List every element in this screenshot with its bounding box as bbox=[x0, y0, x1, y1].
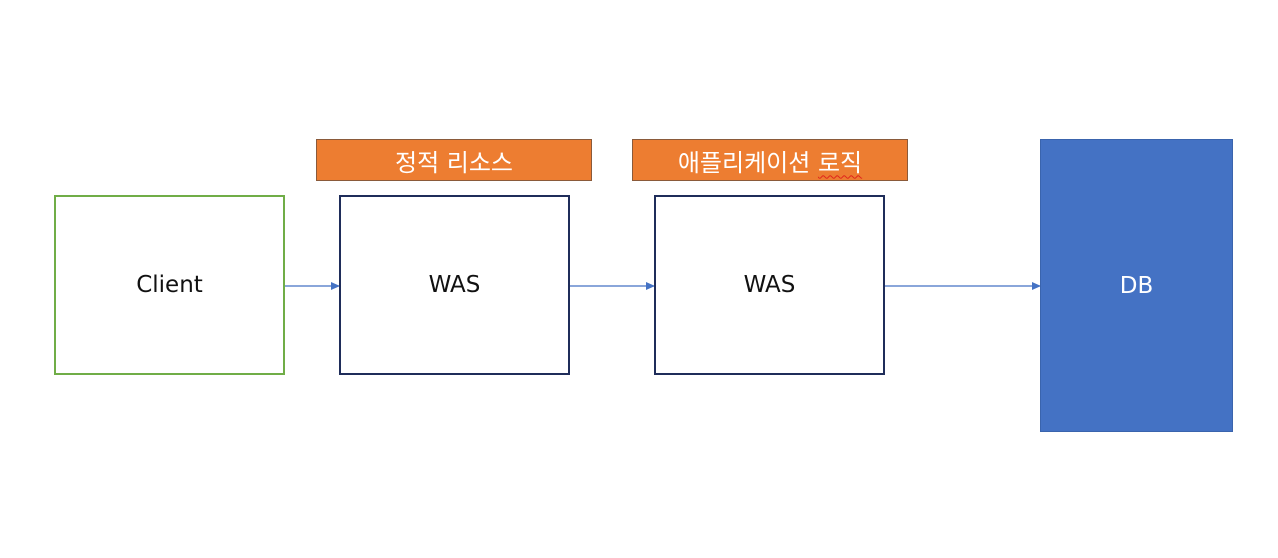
was-1-label: WAS bbox=[428, 272, 481, 298]
db-node: DB bbox=[1040, 139, 1233, 432]
application-logic-text-part1: 애플리케이션 bbox=[677, 148, 811, 177]
application-logic-text-part2: 로직 bbox=[817, 148, 863, 177]
application-logic-label: 애플리케이션 로직 bbox=[632, 139, 908, 181]
static-resource-text: 정적 리소스 bbox=[394, 148, 514, 177]
client-label: Client bbox=[136, 272, 203, 298]
db-label: DB bbox=[1119, 272, 1154, 299]
was-node-2: WAS bbox=[654, 195, 885, 375]
client-node: Client bbox=[54, 195, 285, 375]
static-resource-label: 정적 리소스 bbox=[316, 139, 592, 181]
was-node-1: WAS bbox=[339, 195, 570, 375]
was-2-label: WAS bbox=[743, 272, 796, 298]
